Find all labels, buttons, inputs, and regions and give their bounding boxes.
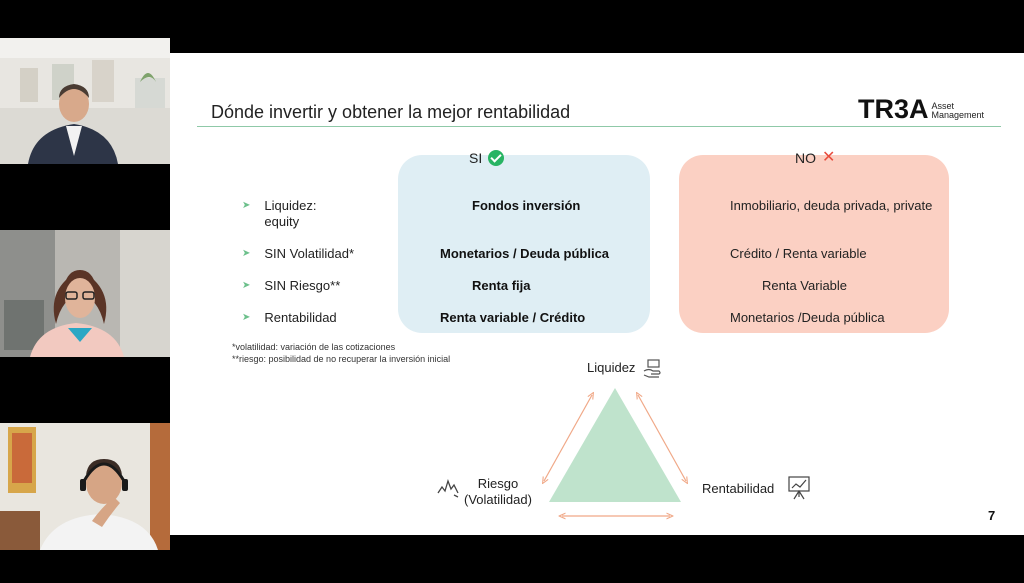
no-value-rentabilidad: Monetarios /Deuda pública: [730, 310, 885, 325]
video-tile-participant-3[interactable]: [0, 423, 170, 550]
logo-line-2: Management: [931, 109, 985, 120]
participant-video-3: [0, 423, 170, 550]
logo-subtitle: Asset Management: [931, 100, 985, 120]
si-header-label: SI: [469, 150, 483, 166]
participant-video-1: [0, 38, 170, 164]
cross-icon: ✕: [822, 149, 836, 166]
arrow-bullet-icon: ➤: [242, 312, 251, 323]
no-header-label: NO: [795, 150, 816, 166]
logo-line-1: Asset: [931, 100, 955, 111]
triangle-label-riesgo-line-1: Riesgo: [477, 476, 519, 491]
logo-mark: TR3A: [858, 94, 929, 124]
si-box: [398, 155, 650, 333]
si-header: SI: [469, 150, 505, 166]
si-value-riesgo: Renta fija: [472, 278, 531, 293]
triangle-shape: [549, 388, 681, 502]
check-icon: [488, 150, 505, 166]
volatility-chart-icon: [437, 478, 459, 498]
criterion-label: Liquidez:: [264, 198, 317, 213]
triangle-label-riesgo-line-2: (Volatilidad): [464, 492, 532, 507]
presentation-board-icon: [788, 476, 810, 500]
page-number: 7: [988, 508, 996, 523]
presentation-slide: Dónde invertir y obtener la mejor rentab…: [170, 53, 1024, 535]
triangle-diagram: [437, 359, 810, 535]
no-value-liquidez: Inmobiliario, deuda privada, private: [730, 198, 933, 213]
criterion-riesgo: ➤ SIN Riesgo**: [242, 278, 340, 294]
criterion-label-2: equity: [264, 214, 300, 229]
arrow-right-edge: [638, 395, 686, 481]
triangle-label-liquidez: Liquidez: [587, 360, 636, 375]
footnote-riesgo: **riesgo: posibilidad de no recuperar la…: [232, 354, 451, 364]
si-value-volatilidad: Monetarios / Deuda pública: [440, 246, 610, 261]
criterion-label: Rentabilidad: [264, 310, 337, 325]
hand-money-icon: [643, 359, 661, 378]
arrow-left-edge: [544, 395, 592, 481]
criterion-volatilidad: ➤ SIN Volatilidad*: [242, 246, 354, 262]
criterion-label: SIN Volatilidad*: [264, 246, 355, 261]
no-value-volatilidad: Crédito / Renta variable: [730, 246, 867, 261]
video-tile-participant-1[interactable]: [0, 38, 170, 164]
no-header: NO ✕: [795, 149, 836, 167]
company-logo: TR3A Asset Management: [858, 94, 985, 124]
criterion-rentabilidad: ➤ Rentabilidad: [242, 310, 337, 326]
triangle-label-rentabilidad: Rentabilidad: [702, 481, 775, 496]
video-tile-participant-2[interactable]: [0, 230, 170, 357]
no-box: [679, 155, 949, 333]
arrow-bullet-icon: ➤: [242, 248, 251, 259]
triangle-label-riesgo: Riesgo (Volatilidad): [464, 476, 532, 508]
title-divider: [197, 126, 1001, 127]
arrow-bullet-icon: ➤: [242, 280, 251, 291]
footnote-volatilidad: *volatilidad: variación de las cotizacio…: [232, 342, 396, 352]
si-value-rentabilidad: Renta variable / Crédito: [440, 310, 586, 325]
criterion-label: SIN Riesgo**: [264, 278, 341, 293]
si-value-liquidez: Fondos inversión: [472, 198, 581, 213]
participant-video-2: [0, 230, 170, 357]
slide-title: Dónde invertir y obtener la mejor rentab…: [211, 102, 571, 122]
arrow-bullet-icon: ➤: [242, 200, 251, 211]
no-value-riesgo: Renta Variable: [762, 278, 848, 293]
criterion-liquidez: ➤ Liquidez: equity: [242, 198, 316, 230]
